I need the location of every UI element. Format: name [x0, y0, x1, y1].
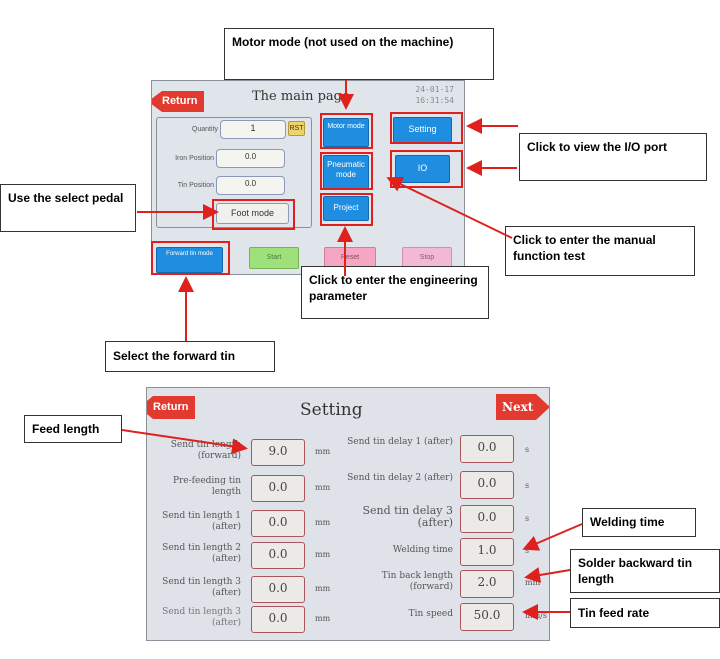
send-tin-length-1-field[interactable]: 0.0 — [251, 510, 305, 537]
pre-feeding-tin-length-label: Pre-feeding tin length — [172, 476, 241, 497]
send-tin-delay-1-field[interactable]: 0.0 — [460, 435, 514, 463]
callout-motor-mode: Motor mode (not used on the machine) — [224, 28, 494, 80]
highlight-motor-mode — [320, 113, 373, 149]
position-group — [156, 117, 312, 228]
quantity-field[interactable]: 1 — [220, 120, 286, 139]
pre-feeding-tin-length-field[interactable]: 0.0 — [251, 475, 305, 502]
send-tin-length-forward-label: Send tin length (forward) — [170, 440, 241, 461]
highlight-forward-tin-mode — [151, 241, 230, 275]
quantity-label: Quantity — [191, 126, 218, 133]
callout-io-port: Click to view the I/O port — [519, 133, 707, 181]
callout-solder-backward: Solder backward tin length — [570, 549, 720, 593]
unit-label: mm — [315, 447, 331, 456]
welding-time-field[interactable]: 1.0 — [460, 538, 514, 566]
forward-tin-mode-button[interactable]: Forward tin mode — [156, 247, 223, 273]
motor-mode-button[interactable]: Motor mode — [323, 118, 369, 147]
tin-speed-field[interactable]: 50.0 — [460, 603, 514, 631]
send-tin-length-2-field[interactable]: 0.0 — [251, 542, 305, 569]
unit-label: s — [525, 481, 530, 490]
send-tin-length-2-label: Send tin length 2 (after) — [162, 543, 241, 564]
callout-manual-test: Click to enter the manual function test — [505, 226, 695, 276]
next-label: Next — [502, 400, 534, 414]
send-tin-length-3-label-alt: Send tin length 3 (after) — [162, 607, 241, 628]
send-tin-length-forward-field[interactable]: 9.0 — [251, 439, 305, 466]
iron-position-label: Iron Position — [175, 155, 214, 162]
unit-label: mm — [315, 584, 331, 593]
highlight-io — [390, 150, 463, 188]
welding-time-label: Welding time — [392, 545, 453, 555]
tin-back-length-label: Tin back length (forward) — [381, 571, 453, 592]
highlight-setting — [390, 112, 463, 144]
arrow-pneumatic — [386, 177, 513, 239]
callout-forward-tin: Select the forward tin — [105, 341, 275, 372]
unit-label: mm — [315, 518, 331, 527]
send-tin-delay-3-label: Send tin delay 3 (after) — [362, 504, 453, 529]
next-button[interactable]: Next — [496, 394, 550, 420]
return-button[interactable]: Return — [152, 91, 204, 112]
highlight-project — [320, 193, 373, 226]
send-tin-length-3-label: Send tin length 3 (after) — [162, 577, 241, 598]
unit-label: mm — [315, 483, 331, 492]
setting-screen: Return Next Setting Send tin length (for… — [146, 387, 550, 641]
callout-feed-length: Feed length — [24, 415, 122, 443]
tin-back-length-field[interactable]: 2.0 — [460, 570, 514, 598]
return-label: Return — [162, 95, 198, 107]
start-button[interactable]: Start — [249, 247, 299, 269]
send-tin-delay-2-field[interactable]: 0.0 — [460, 471, 514, 499]
time-text: 16:31:54 — [415, 96, 454, 105]
send-tin-delay-3-field[interactable]: 0.0 — [460, 505, 514, 533]
send-tin-delay-1-label: Send tin delay 1 (after) — [347, 437, 453, 447]
tin-position-label: Tin Position — [177, 182, 214, 189]
tin-position-field[interactable]: 0.0 — [216, 176, 285, 195]
unit-label: mm — [315, 550, 331, 559]
io-button[interactable]: IO — [395, 155, 450, 183]
unit-label: mm — [315, 614, 331, 623]
send-tin-length-3-field-alt[interactable]: 0.0 — [251, 606, 305, 633]
setting-return-label: Return — [153, 401, 189, 413]
send-tin-delay-2-label: Send tin delay 2 (after) — [347, 473, 453, 483]
callout-tin-feed-rate: Tin feed rate — [570, 598, 720, 628]
send-tin-length-3-field[interactable]: 0.0 — [251, 576, 305, 603]
unit-label: s — [525, 514, 530, 523]
iron-position-field[interactable]: 0.0 — [216, 149, 285, 168]
arrow-solder-backward — [524, 567, 571, 583]
callout-select-pedal: Use the select pedal — [0, 184, 136, 232]
setting-button[interactable]: Setting — [393, 117, 452, 143]
callout-welding-time: Welding time — [582, 508, 696, 537]
tin-speed-label: Tin speed — [408, 609, 453, 619]
pneumatic-mode-button[interactable]: Pneumatic mode — [323, 155, 369, 189]
setting-title: Setting — [300, 400, 363, 420]
highlight-pneumatic-mode — [320, 152, 373, 190]
callout-engineering: Click to enter the engineering parameter — [301, 266, 489, 319]
setting-return-button[interactable]: Return — [147, 396, 195, 419]
unit-label: s — [525, 445, 530, 454]
arrow-welding-time — [522, 523, 583, 551]
rst-button[interactable]: RST — [288, 121, 305, 136]
page-title: The main page — [252, 89, 350, 104]
send-tin-length-1-label: Send tin length 1 (after) — [162, 511, 241, 532]
datetime-display: 24-01-17 16:31:54 — [415, 84, 454, 106]
arrow-feed-length — [121, 429, 248, 455]
project-button[interactable]: Project — [323, 196, 369, 221]
date-text: 24-01-17 — [415, 85, 454, 94]
